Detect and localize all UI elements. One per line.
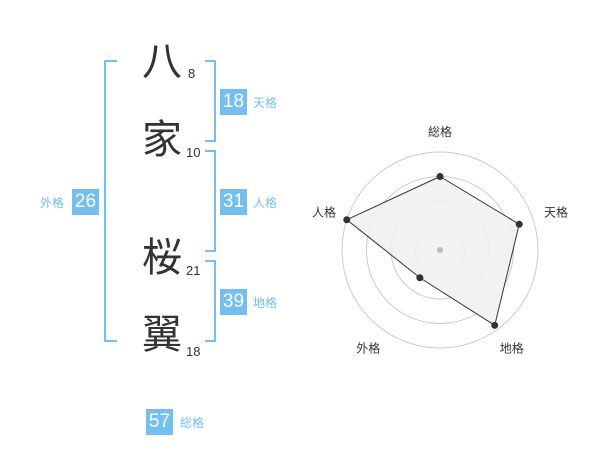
gaikaku-label: 外格 <box>40 196 65 210</box>
radar-label: 天格 <box>544 204 568 219</box>
radar-point <box>436 173 444 180</box>
radar-label: 総格 <box>428 124 452 139</box>
stroke-count-3: 21 <box>186 263 201 278</box>
stroke-count-1: 8 <box>188 66 196 81</box>
chikaku-value: 39 <box>220 289 247 315</box>
radar-label: 人格 <box>312 204 336 219</box>
tenkaku-label: 天格 <box>253 96 278 110</box>
radar-polygon <box>345 175 520 327</box>
gaikaku-value: 26 <box>72 189 99 215</box>
soukaku-label: 総格 <box>180 416 205 430</box>
chikaku-label: 地格 <box>253 296 278 310</box>
name-char-3: 桜 <box>142 235 182 281</box>
gaikaku-bracket <box>104 60 117 342</box>
jinkaku-value: 31 <box>220 189 247 215</box>
name-char-2: 家 <box>142 117 182 163</box>
stroke-count-2: 10 <box>186 145 201 160</box>
radar-ring <box>341 151 539 349</box>
radar-label: 地格 <box>500 341 524 356</box>
radar-center-dot <box>437 247 443 253</box>
soukaku-value: 57 <box>146 409 173 435</box>
chikaku-bracket <box>205 260 216 342</box>
tenkaku-value: 18 <box>220 89 247 115</box>
tenkaku-bracket <box>205 60 216 142</box>
radar-label: 外格 <box>356 341 380 356</box>
name-char-4: 翼 <box>142 312 182 358</box>
stroke-count-4: 18 <box>186 344 201 359</box>
radar-point <box>491 321 499 329</box>
radar-point <box>343 216 351 224</box>
radar-point <box>416 274 424 282</box>
radar-point <box>515 220 523 228</box>
jinkaku-label: 人格 <box>253 196 278 210</box>
jinkaku-bracket <box>205 150 216 252</box>
name-char-1: 八 <box>142 39 182 85</box>
